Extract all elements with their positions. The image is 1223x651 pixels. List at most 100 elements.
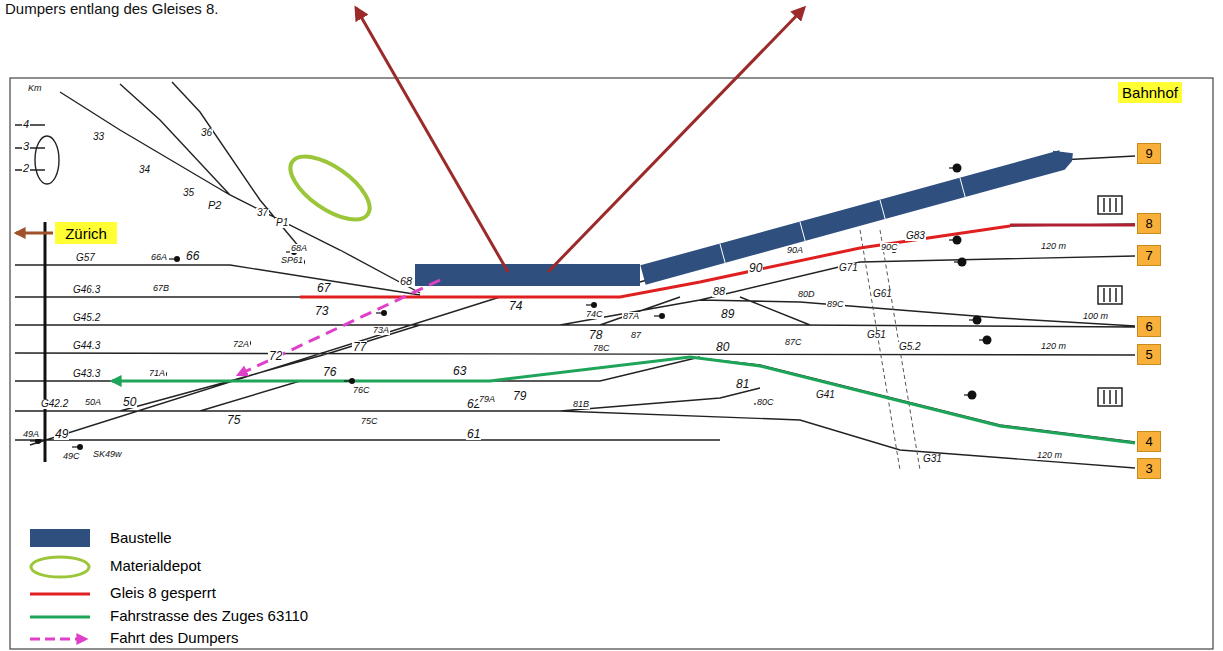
closed-track: [1010, 224, 1135, 227]
track-label: G71: [838, 263, 859, 273]
closed-track: [300, 226, 1010, 297]
track-label: 37: [256, 208, 269, 218]
track-label: 79: [512, 390, 527, 402]
track-label: 35: [182, 188, 195, 198]
legend-text: Fahrstrasse des Zuges 63110: [110, 608, 308, 623]
legend-text: Fahrt des Dumpers: [110, 630, 238, 645]
track-label: 120 m: [1040, 342, 1067, 351]
track-label: 67B: [152, 284, 170, 293]
track-label: 75: [226, 414, 241, 426]
legend-sample: [30, 593, 90, 596]
track-label: 120 m: [1036, 451, 1063, 460]
signal-head: [953, 236, 962, 245]
track-label: G45.2: [72, 313, 101, 323]
signal-head: [174, 256, 180, 262]
track-label: G44.3: [72, 341, 101, 351]
track-label: 74C: [585, 310, 604, 319]
platform-symbol: [1104, 198, 1116, 212]
track-label: 36: [200, 128, 213, 138]
signal-symbol: [586, 302, 597, 308]
platform-symbol: [1098, 196, 1122, 214]
signal-head: [659, 313, 665, 319]
track-label: 81: [735, 378, 750, 390]
signal-symbol: [949, 236, 962, 245]
signal-head: [968, 391, 977, 400]
track-label: 33: [92, 132, 105, 142]
platforms: [1098, 196, 1122, 406]
legend-text: Baustelle: [110, 530, 172, 545]
track-label: 73A: [372, 326, 390, 335]
track-number: 6: [1137, 316, 1161, 337]
track-label: SK49w: [92, 450, 123, 459]
track-label: 75C: [360, 417, 379, 426]
track-label: SP61: [280, 256, 304, 265]
train-route: [112, 357, 1135, 443]
track-label: 87: [630, 331, 642, 340]
construction-band: [643, 152, 1063, 275]
legend-text: Materialdepot: [110, 558, 201, 573]
track-number: 9: [1137, 143, 1161, 164]
platform-symbol: [1098, 286, 1122, 304]
track-label: 67: [316, 282, 331, 294]
track-label: 49C: [62, 452, 81, 461]
signal-symbol: [949, 164, 962, 173]
track-label: G46.3: [72, 285, 101, 295]
place-box: Zürich: [55, 222, 117, 244]
signal-head: [973, 316, 982, 325]
node-text: 6: [1145, 320, 1152, 333]
platform-symbol: [1104, 288, 1116, 302]
signal-bridge: [44, 222, 47, 462]
track-label: 68: [399, 276, 413, 287]
track-label: 76C: [352, 386, 371, 395]
track-number: 4: [1137, 431, 1161, 452]
track-label: G5.2: [898, 342, 922, 352]
node-text: 5: [1145, 348, 1152, 361]
legend-samples: [30, 557, 90, 639]
track-label: 76: [322, 366, 337, 378]
track-label: G57: [75, 253, 96, 263]
platform-symbol: [1104, 390, 1116, 404]
node-text: 3: [1145, 462, 1152, 475]
legend-text: Gleis 8 gesperrt: [110, 585, 216, 600]
track-label: 49: [54, 428, 69, 440]
signal-symbol: [954, 258, 967, 267]
track-number: 8: [1137, 213, 1161, 234]
legend-sample: [30, 616, 90, 619]
track-label: G83: [905, 231, 926, 241]
track-label: 68A: [290, 244, 308, 253]
track-label: P2: [207, 200, 222, 211]
node-text: Zürich: [65, 226, 107, 241]
signal-head: [953, 164, 962, 173]
track-label: 49A: [22, 430, 40, 439]
signal-symbol: [376, 310, 387, 316]
platform-symbol: [1098, 388, 1122, 406]
material-depot: [280, 144, 379, 231]
track-number: 7: [1137, 245, 1161, 266]
track-label: 90: [748, 262, 763, 274]
track-label: 90C: [880, 243, 899, 252]
track-label: 3: [22, 141, 30, 152]
signal-symbol: [964, 391, 977, 400]
signal-symbol: [969, 316, 982, 325]
signal-head: [77, 444, 83, 450]
signal-symbol: [72, 444, 83, 450]
node-text: 4: [1145, 435, 1152, 448]
track-label: 79A: [478, 395, 496, 404]
signals: [30, 164, 992, 451]
track-label: 66: [185, 250, 200, 262]
signal-head: [958, 258, 967, 267]
track-label: G31: [922, 454, 943, 464]
track-label: 88: [712, 286, 726, 297]
track-label: G43.3: [72, 369, 101, 379]
track-label: 4: [22, 119, 30, 130]
track-label: G42.2: [40, 399, 69, 409]
track-label: 50: [122, 396, 137, 408]
node-text: 8: [1145, 217, 1152, 230]
signal-head: [591, 302, 597, 308]
track-label: 61: [466, 428, 481, 440]
node-text: Bahnhof: [1122, 85, 1178, 100]
track-label: 89: [720, 308, 735, 320]
track-label: 73: [314, 305, 329, 317]
